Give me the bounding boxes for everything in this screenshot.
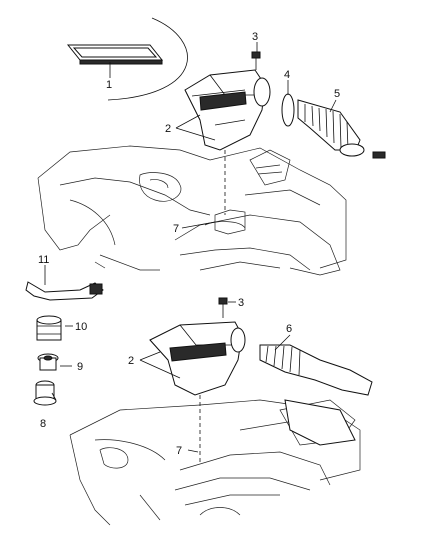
bolt-bottom: [218, 297, 228, 318]
isolator: [33, 380, 57, 406]
air-cleaner-housing-top: [184, 69, 271, 151]
hose-clamp-ring: [281, 93, 295, 127]
callout-6: 6: [286, 323, 292, 335]
air-cleaner-housing-bottom: [149, 321, 246, 396]
isolator-grommet: [36, 315, 62, 341]
callout-7-top: 7: [173, 223, 179, 235]
air-inlet-hose: [297, 99, 386, 159]
callout-3-top: 3: [252, 31, 258, 43]
callout-2-bottom: 2: [128, 355, 134, 367]
callout-8: 8: [40, 418, 46, 430]
air-filter-element: [66, 44, 164, 65]
bolt-top: [251, 51, 261, 70]
callout-10: 10: [75, 321, 87, 333]
callout-4: 4: [284, 69, 290, 81]
leader-lines: [44, 42, 337, 453]
callout-7-bottom: 7: [176, 445, 182, 457]
upper-engine-bay: [37, 145, 347, 276]
callout-2-top: 2: [165, 123, 171, 135]
callout-9: 9: [77, 361, 83, 373]
air-inlet-duct: [259, 344, 373, 446]
filter-detail-arc: [107, 17, 188, 101]
callout-3-bottom: 3: [238, 297, 244, 309]
callout-11: 11: [38, 254, 49, 266]
mounting-bracket: [25, 281, 104, 301]
callout-5: 5: [334, 88, 340, 100]
bushing: [37, 353, 59, 371]
callout-1: 1: [106, 79, 112, 91]
